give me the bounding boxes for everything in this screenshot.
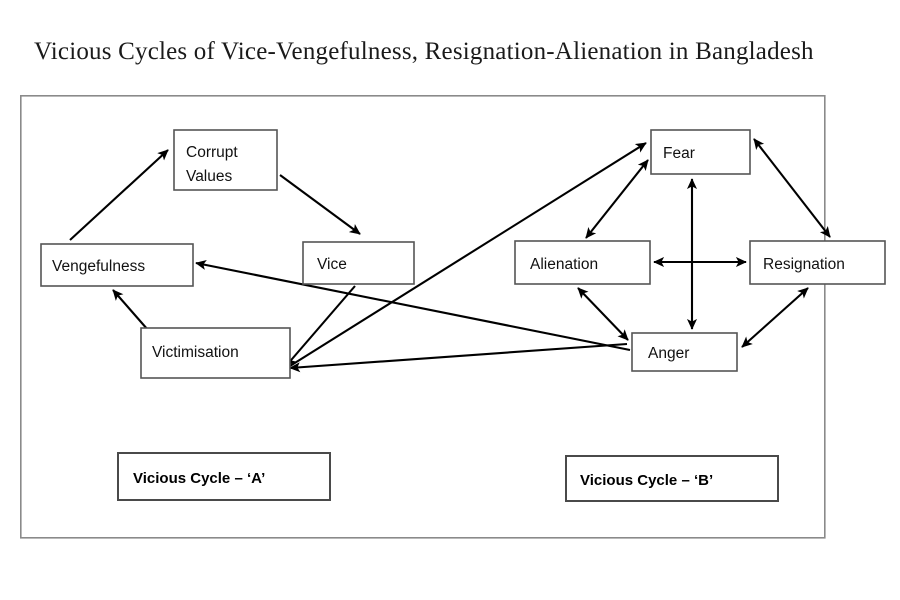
node-corrupt-values-label-line2: Values (186, 168, 232, 185)
node-vengefulness-label: Vengefulness (52, 258, 145, 275)
node-vice-box[interactable] (302, 241, 415, 285)
node-vengefulness-box[interactable] (40, 243, 194, 287)
node-fear-box[interactable] (650, 129, 751, 175)
node-alienation[interactable]: Alienation (514, 240, 651, 285)
node-fear[interactable]: Fear (650, 129, 751, 175)
node-vice[interactable]: Vice (302, 241, 415, 285)
node-corrupt-values-box[interactable] (173, 129, 278, 191)
edge-fear-resignation (753, 138, 831, 238)
page-title: Vicious Cycles of Vice-Vengefulness, Res… (34, 38, 814, 65)
legend-cycle-b-label: Vicious Cycle – ‘B’ (580, 472, 713, 489)
node-vice-label: Vice (317, 256, 347, 273)
edge-group-cycle-b (577, 138, 831, 348)
diagram-frame (19, 95, 826, 539)
node-resignation-box[interactable] (749, 240, 886, 285)
edge-alienation-fear (585, 159, 649, 239)
edge-group-cycle-a (69, 149, 361, 367)
node-corrupt-values[interactable]: Corrupt Values (173, 129, 278, 191)
edge-resignation-anger (741, 287, 809, 348)
legend-cycle-a[interactable]: Vicious Cycle – ‘A’ (117, 452, 331, 501)
node-victimisation[interactable]: Victimisation (140, 327, 291, 379)
node-resignation[interactable]: Resignation (749, 240, 886, 285)
node-victimisation-box[interactable] (140, 327, 291, 379)
edge-victimisation-to-vengefulness (112, 289, 149, 331)
edge-anger-to-victimisation (289, 342, 628, 373)
node-victimisation-label: Victimisation (152, 344, 239, 361)
node-resignation-label: Resignation (763, 256, 845, 273)
edge-vice-to-victimisation (285, 285, 356, 367)
legend-cycle-a-box[interactable] (117, 452, 331, 501)
node-fear-label: Fear (663, 145, 695, 162)
node-anger-box[interactable] (631, 332, 738, 372)
node-alienation-label: Alienation (530, 256, 598, 273)
edge-vice-to-fear (281, 142, 647, 372)
edge-anger-to-vengefulness (195, 260, 631, 352)
legend-cycle-a-label: Vicious Cycle – ‘A’ (133, 470, 265, 487)
node-vengefulness[interactable]: Vengefulness (40, 243, 194, 287)
node-anger[interactable]: Anger (631, 332, 738, 372)
node-anger-label: Anger (648, 345, 689, 362)
edge-alienation-anger (577, 287, 629, 341)
edge-vengefulness-to-corrupt-values (69, 149, 169, 241)
legend-cycle-b-box[interactable] (565, 455, 779, 502)
legend-cycle-b[interactable]: Vicious Cycle – ‘B’ (565, 455, 779, 502)
node-alienation-box[interactable] (514, 240, 651, 285)
edge-group-cross-cycle (195, 142, 647, 373)
edge-corrupt-values-to-vice (279, 174, 361, 235)
node-corrupt-values-label-line1: Corrupt (186, 144, 238, 161)
